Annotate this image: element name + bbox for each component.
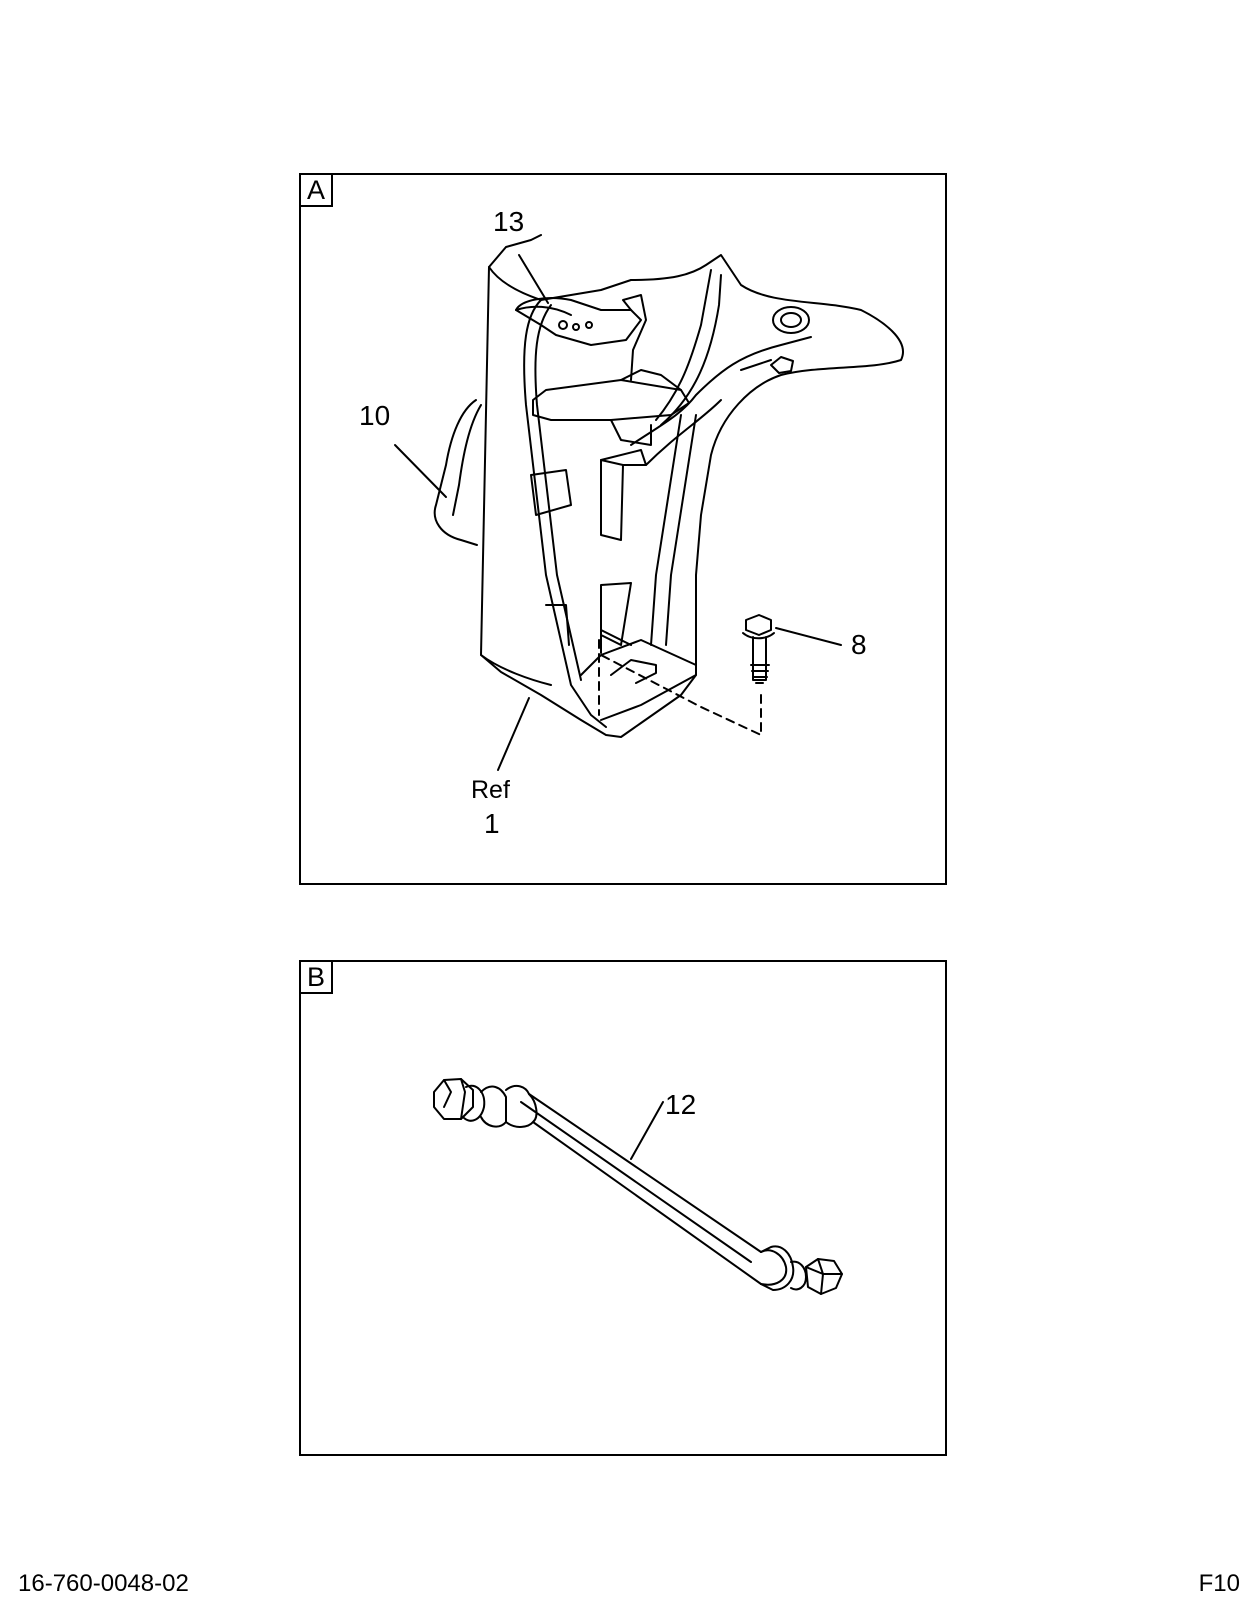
box-top-edge (488, 266, 632, 301)
latch-hole-3 (585, 321, 593, 329)
left-tab (530, 469, 572, 516)
tube-highlight (520, 1101, 752, 1263)
callout-10: 10 (359, 400, 391, 431)
arm-rib (630, 336, 812, 446)
hold-down-bracket (532, 379, 690, 421)
left-hex-nut-face (443, 1078, 466, 1120)
right-sleeve (760, 1245, 795, 1291)
strap-inner (452, 404, 482, 516)
gusset-hole (772, 306, 810, 334)
left-collar (463, 1084, 486, 1122)
callout-1: 1 (484, 808, 500, 839)
callout-ref: Ref (471, 776, 510, 804)
bolt-head (745, 614, 772, 636)
detail-panel-a: A (299, 173, 947, 885)
detail-panel-b: B 12 (299, 960, 947, 1456)
panel-b-tag: B (299, 960, 333, 994)
box-side-panel-inner (534, 304, 582, 681)
leader-10 (394, 444, 447, 498)
bolt-shank (752, 636, 767, 681)
page-number: F10 (1198, 1570, 1240, 1597)
leader-12 (630, 1101, 664, 1160)
leader-8 (775, 627, 842, 646)
box-floor (580, 639, 697, 721)
support-arm-inner-2 (660, 274, 722, 426)
latch-body (515, 297, 642, 346)
left-hex-nut (433, 1078, 474, 1120)
install-path-line (600, 654, 762, 736)
support-arm-inner (655, 269, 712, 421)
bolt-washer (742, 632, 775, 640)
document-id: 16-760-0048-02 (18, 1570, 189, 1597)
leader-1 (497, 697, 530, 771)
bolt-thread (750, 664, 770, 684)
tube-right-end (760, 1249, 788, 1286)
box-body-outline (480, 234, 697, 738)
tube-end-ring (528, 1093, 538, 1123)
upper-slot-tab (600, 449, 647, 466)
latch-cable (622, 294, 647, 381)
left-tab-lower (545, 604, 570, 646)
left-sleeve (480, 1085, 507, 1128)
latch-hole-2 (572, 323, 580, 331)
arm-rib-2 (645, 399, 722, 466)
arm-vertical-rib-2 (665, 414, 697, 646)
callout-12: 12 (665, 1089, 697, 1120)
leader-13 (518, 254, 549, 304)
battery-box-assembly-drawing (394, 234, 904, 771)
tube-bottom (505, 1121, 762, 1285)
strap-outline (433, 399, 478, 546)
tube-top (505, 1084, 762, 1253)
right-hex-nut (805, 1258, 843, 1295)
box-bottom-crease (480, 654, 552, 686)
rod-assembly-drawing (433, 1078, 843, 1295)
support-arm-outer (630, 254, 904, 666)
gusset-edge (740, 359, 772, 371)
hold-down-arm (610, 419, 652, 446)
upper-slot (600, 459, 624, 541)
callout-13: 13 (493, 206, 525, 237)
panel-a-tag: A (299, 173, 333, 207)
gusset-bolt (770, 356, 794, 374)
latch-handle (515, 305, 572, 316)
lower-slot (600, 582, 632, 646)
box-side-panel (523, 299, 607, 728)
floor-slot (610, 659, 657, 684)
arm-vertical-rib (650, 414, 682, 646)
gusset-hole-inner (780, 312, 802, 328)
latch-hole-1 (558, 320, 568, 330)
right-hex-nut-face (805, 1258, 843, 1295)
callout-8: 8 (851, 629, 867, 660)
